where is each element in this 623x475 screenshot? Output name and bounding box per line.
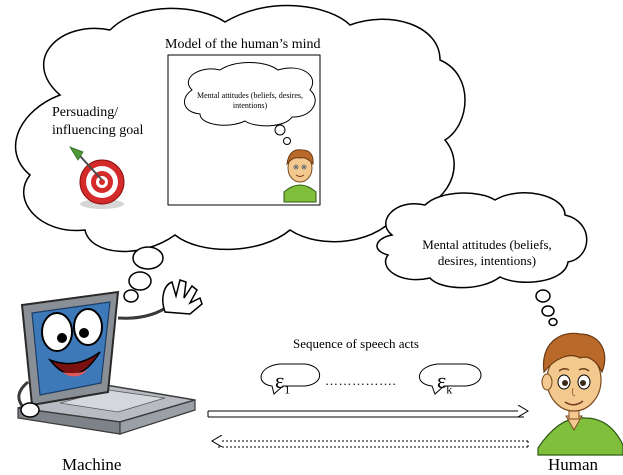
speech-act-first-label: ε1 xyxy=(275,368,290,397)
human-label: Human xyxy=(548,455,599,474)
goal-label: Persuading/ influencing goal xyxy=(52,104,143,140)
target-icon xyxy=(69,146,125,209)
goal-label-line-1: Persuading/ xyxy=(52,105,119,120)
ellipsis-dots: ……………. xyxy=(325,373,397,388)
human-attitudes-text: Mental attitudes (beliefs, desires, inte… xyxy=(422,237,552,268)
speech-act-bubble-first xyxy=(260,363,321,395)
goal-label-line-2: influencing goal xyxy=(52,123,144,138)
human-thought-cloud xyxy=(376,192,588,327)
sequence-label: Sequence of speech acts xyxy=(293,336,419,351)
human-character xyxy=(537,332,623,456)
epsilon-subscript: k xyxy=(446,382,453,397)
epsilon-subscript: 1 xyxy=(284,382,291,397)
epsilon-symbol: ε xyxy=(437,368,447,393)
epsilon-symbol: ε xyxy=(275,368,285,393)
machine-label: Machine xyxy=(62,455,122,474)
model-title: Model of the human’s mind xyxy=(165,37,321,52)
speech-act-last-label: εk xyxy=(437,368,452,397)
speech-act-bubble-last xyxy=(419,363,482,395)
human-figure-small xyxy=(283,149,317,203)
inner-attitudes-text: Mental attitudes (beliefs, desires, inte… xyxy=(197,91,303,110)
laptop-character xyxy=(17,279,203,435)
inner-thought-cloud xyxy=(184,62,316,145)
